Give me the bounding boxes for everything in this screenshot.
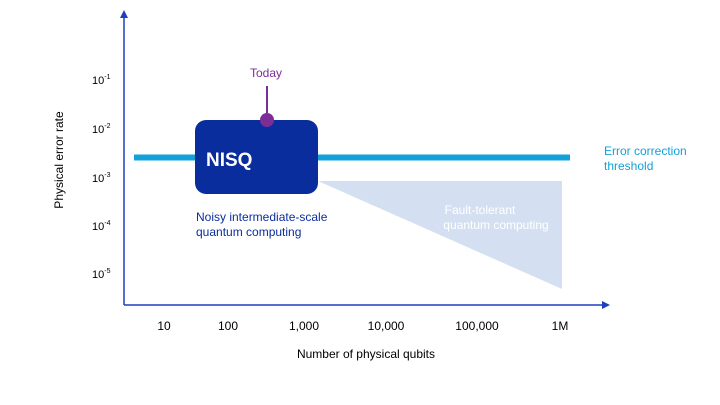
fault-tolerant-region — [318, 181, 562, 289]
today-label: Today — [250, 66, 282, 80]
x-tick-label-1m: 1M — [552, 319, 569, 333]
fault-tolerant-label-line2: quantum computing — [443, 218, 548, 232]
x-tick-label-10: 10 — [157, 319, 171, 333]
threshold-label-line1: Error correction — [604, 144, 687, 158]
x-axis-label: Number of physical qubits — [297, 347, 435, 361]
y-tick-label-2: 10-2 — [92, 123, 111, 136]
threshold-label-line2: threshold — [604, 159, 653, 173]
y-tick-label-1: 10-1 — [92, 74, 111, 87]
y-axis-label: Physical error rate — [52, 111, 66, 209]
svg-text:10-3: 10-3 — [92, 172, 111, 185]
x-tick-label-100: 100 — [218, 319, 238, 333]
nisq-caption-line2: quantum computing — [196, 225, 301, 239]
y-tick-label-5: 10-5 — [92, 268, 111, 281]
nisq-region-box — [195, 120, 318, 194]
svg-text:10-1: 10-1 — [92, 74, 111, 87]
fault-tolerant-label-line1: Fault-tolerant — [445, 203, 516, 217]
x-tick-label-1000: 1,000 — [289, 319, 319, 333]
svg-text:10-2: 10-2 — [92, 123, 111, 136]
nisq-caption-line1: Noisy intermediate-scale — [196, 210, 328, 224]
y-tick-label-4: 10-4 — [92, 220, 111, 233]
today-marker-dot — [260, 113, 274, 127]
y-tick-label-3: 10-3 — [92, 172, 111, 185]
x-tick-label-100000: 100,000 — [455, 319, 499, 333]
nisq-label: NISQ — [206, 150, 252, 171]
svg-text:10-4: 10-4 — [92, 220, 111, 233]
x-tick-label-10000: 10,000 — [368, 319, 405, 333]
svg-text:10-5: 10-5 — [92, 268, 111, 281]
